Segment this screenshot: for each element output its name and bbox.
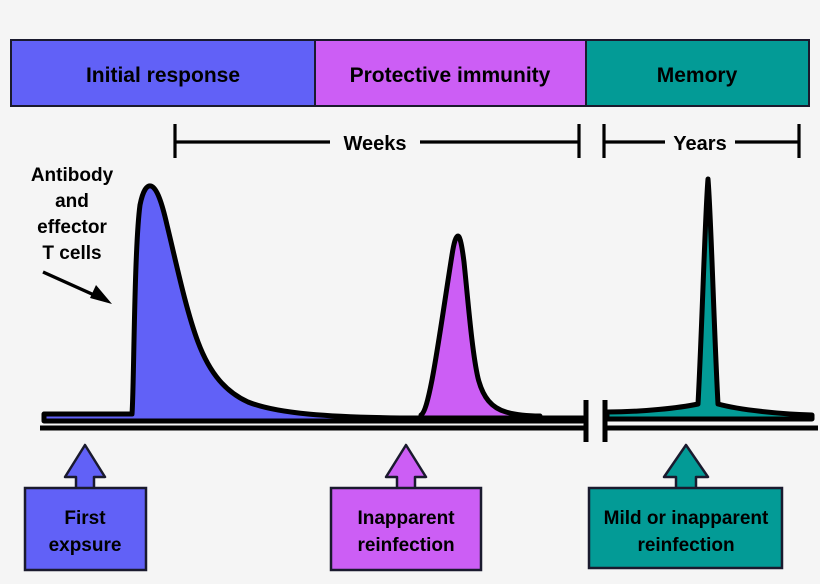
response-curves-right	[604, 176, 815, 422]
event-box-3[interactable]	[587, 486, 784, 570]
event-mild-or-inapparent-reinfection[interactable]: Mild or inapparent reinfection	[587, 443, 784, 570]
response-curves-left	[41, 183, 586, 424]
axis-caption-line-1: Antibody	[31, 165, 114, 186]
axis-break-marker	[583, 400, 608, 442]
curve-protective-immunity	[418, 233, 543, 421]
axis-caption-line-3: effector	[37, 217, 107, 238]
event-arrow-up-icon-2	[384, 443, 428, 491]
curve-initial-response	[41, 183, 586, 424]
axis-caption-line-2: and	[55, 191, 89, 212]
axis-caption: Antibody and effector T cells	[31, 165, 114, 304]
event-box-1[interactable]	[23, 486, 148, 572]
phase-segment-protective-immunity[interactable]	[314, 39, 587, 107]
phase-label-initial-response: Initial response	[86, 64, 240, 87]
event-label-1-line-2: expsure	[49, 535, 122, 556]
event-first-exposure[interactable]: First expsure	[23, 443, 148, 572]
time-scale-brackets	[173, 124, 801, 158]
event-markers: First expsure Inapparent reinfection Mil…	[23, 443, 784, 572]
phase-segment-memory[interactable]	[585, 39, 810, 107]
event-label-2-line-2: reinfection	[357, 535, 454, 556]
axis-caption-line-4: T cells	[42, 243, 101, 264]
event-label-1-line-1: First	[64, 508, 106, 529]
phase-label-memory: Memory	[657, 64, 738, 87]
event-inapparent-reinfection[interactable]: Inapparent reinfection	[329, 443, 483, 572]
phase-bar: Initial response Protective immunity Mem…	[10, 39, 810, 107]
event-label-2-line-1: Inapparent	[357, 508, 455, 529]
bracket-weeks	[173, 124, 581, 158]
scale-label-weeks: Weeks	[343, 133, 406, 155]
scale-label-years: Years	[673, 133, 726, 155]
event-label-3-line-1: Mild or inapparent	[604, 508, 769, 529]
bracket-years	[602, 124, 801, 158]
curve-memory	[604, 176, 815, 422]
event-arrow-up-icon-1	[63, 443, 107, 491]
event-label-3-line-2: reinfection	[637, 535, 734, 556]
phase-segment-initial-response[interactable]	[10, 39, 316, 107]
caption-pointer-arrow-icon	[42, 270, 112, 304]
event-arrow-up-icon-3	[662, 443, 710, 491]
event-box-2[interactable]	[329, 486, 483, 572]
phase-label-protective-immunity: Protective immunity	[350, 64, 551, 87]
